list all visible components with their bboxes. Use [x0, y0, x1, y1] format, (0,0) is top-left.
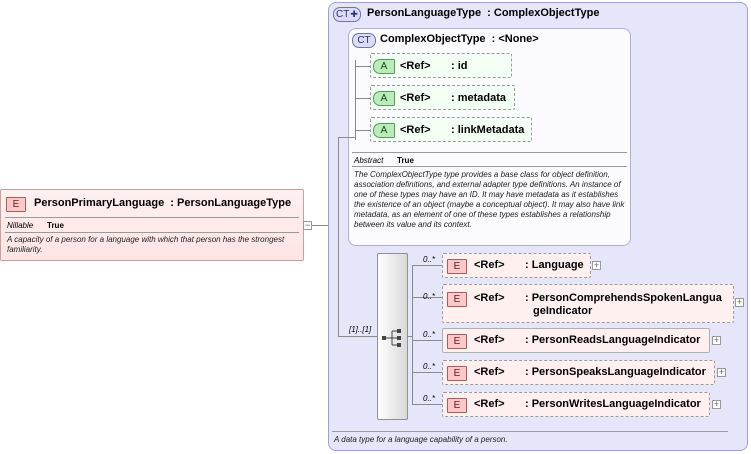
plus-icon[interactable]: + [592, 260, 601, 270]
child-occurrence: 0..* [423, 394, 436, 403]
connector-line [304, 225, 328, 226]
base-type-title: ComplexObjectType : <None> [380, 33, 539, 45]
attribute-ref-label: <Ref> [400, 60, 431, 72]
root-element-type: : PersonLanguageType [170, 197, 292, 209]
derived-extension-icon: CT✚ [333, 7, 361, 22]
element-badge-icon: E [447, 292, 467, 307]
connector-line [412, 340, 442, 341]
divider [5, 217, 299, 218]
element-badge-icon: E [447, 259, 467, 274]
child-occurrence: 0..* [423, 330, 436, 339]
child-ref-label: <Ref> [474, 334, 505, 346]
divider [5, 232, 299, 233]
plus-icon[interactable]: + [712, 335, 721, 345]
child-occurrence: 0..* [423, 292, 436, 301]
child-ref-label: <Ref> [474, 292, 505, 304]
base-type-name: ComplexObjectType [380, 33, 486, 45]
child-name-line2: geIndicator [533, 305, 593, 317]
attribute-ref-label: <Ref> [400, 92, 431, 104]
sequence-compositor-icon [382, 329, 401, 347]
child-name-line1: : PersonComprehendsSpokenLangua [525, 292, 722, 304]
connector-line [355, 66, 370, 67]
element-badge-icon: E [447, 334, 467, 349]
abstract-label: Abstract [354, 156, 384, 165]
connector-line [338, 137, 339, 337]
divider [352, 166, 627, 167]
attribute-ref-label: <Ref> [400, 124, 431, 136]
base-type-base: : <None> [491, 33, 539, 45]
child-element-writes[interactable]: E <Ref> : PersonWritesLanguageIndicator [442, 392, 710, 417]
connector-line [355, 60, 356, 140]
root-element-label: PersonPrimaryLanguage [34, 197, 165, 209]
connector-line [338, 336, 377, 337]
root-element-name: PersonPrimaryLanguage : PersonLanguageTy… [34, 197, 291, 209]
child-occurrence: 0..* [423, 362, 436, 371]
divider [352, 152, 627, 153]
connector-line [412, 372, 442, 373]
child-element-language[interactable]: E <Ref> : Language [442, 253, 591, 278]
connector-line [355, 130, 370, 131]
connector-line [412, 265, 442, 266]
connector-line [412, 265, 413, 404]
attribute-name: : metadata [451, 92, 507, 104]
connector-line [412, 297, 442, 298]
child-element-speaks[interactable]: E <Ref> : PersonSpeaksLanguageIndicator [442, 360, 715, 385]
child-name: : PersonReadsLanguageIndicator [525, 334, 701, 346]
connector-line [408, 336, 412, 337]
root-element-box[interactable]: E PersonPrimaryLanguage : PersonLanguage… [0, 189, 304, 261]
child-name: : PersonSpeaksLanguageIndicator [525, 366, 706, 378]
minus-icon[interactable]: − [303, 220, 312, 230]
child-ref-label: <Ref> [474, 366, 505, 378]
complex-type-base: : ComplexObjectType [487, 7, 600, 19]
attribute-id[interactable]: A <Ref> : id [370, 53, 512, 78]
sequence-compositor[interactable] [377, 253, 408, 420]
attribute-badge-icon: A [373, 123, 395, 138]
element-badge-icon: E [447, 398, 467, 413]
connector-line [355, 98, 370, 99]
complex-type-badge-icon: CT [352, 33, 376, 48]
child-name: : PersonWritesLanguageIndicator [525, 398, 701, 410]
base-type-description: The ComplexObjectType type provides a ba… [354, 170, 625, 229]
element-badge-icon: E [447, 366, 467, 381]
abstract-value: True [397, 156, 414, 165]
attribute-linkmetadata[interactable]: A <Ref> : linkMetadata [370, 117, 532, 142]
child-element-reads[interactable]: E <Ref> : PersonReadsLanguageIndicator [442, 328, 710, 353]
plus-icon[interactable]: + [712, 399, 721, 409]
sequence-occurrence: [1]..[1] [349, 325, 372, 334]
nillable-value: True [47, 221, 64, 230]
attribute-name: : id [451, 60, 468, 72]
connector-line [338, 137, 355, 138]
nillable-label: Nillable [7, 221, 34, 230]
child-ref-label: <Ref> [474, 398, 505, 410]
attribute-badge-icon: A [373, 91, 395, 106]
complex-type-title: PersonLanguageType : ComplexObjectType [367, 7, 599, 19]
child-ref-label: <Ref> [474, 259, 505, 271]
attribute-metadata[interactable]: A <Ref> : metadata [370, 85, 515, 110]
child-element-comprehends-spoken[interactable]: E <Ref> : PersonComprehendsSpokenLangua … [442, 284, 734, 323]
element-badge-icon: E [6, 197, 26, 212]
complex-type-description: A data type for a language capability of… [334, 435, 508, 444]
complex-type-name: PersonLanguageType [367, 7, 482, 19]
attribute-badge-icon: A [373, 59, 395, 74]
divider [332, 431, 728, 432]
plus-icon[interactable]: + [735, 297, 744, 307]
child-occurrence: 0..* [423, 255, 436, 264]
attribute-name: : linkMetadata [451, 124, 525, 136]
root-element-description: A capacity of a person for a language wi… [7, 235, 285, 254]
connector-line [412, 404, 442, 405]
plus-icon[interactable]: + [717, 367, 726, 377]
child-name: : Language [525, 259, 584, 271]
